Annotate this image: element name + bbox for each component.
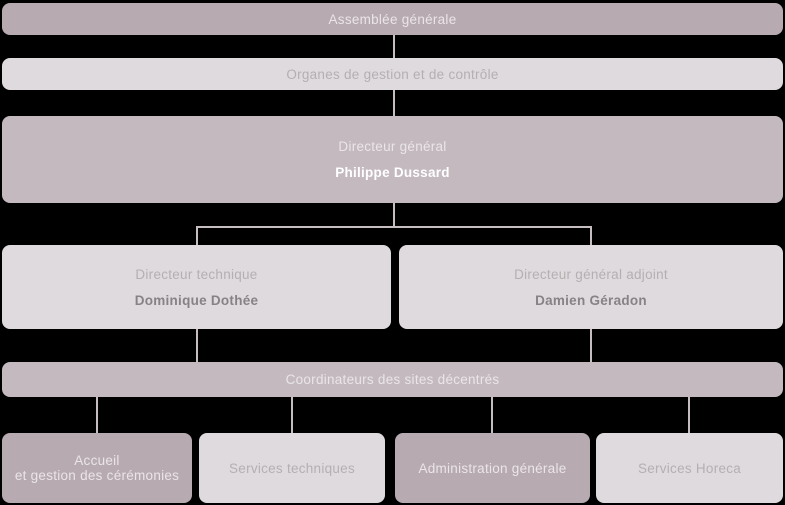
connector-adjoint-coordinateurs [590,329,592,362]
node-assemblee-generale: Assemblée générale [2,3,783,35]
node-directeur-general-adjoint: Directeur général adjoint Damien Géradon [399,245,783,329]
connector-split-horizontal [196,226,592,228]
node-role: Directeur général adjoint [514,266,668,282]
node-directeur-general: Directeur général Philippe Dussard [2,116,783,203]
node-administration-generale: Administration générale [395,433,590,503]
connector-assemblee-organes [393,35,395,58]
connector-split-adjoint [590,226,592,245]
node-label: Assemblée générale [328,11,457,27]
node-label: Services techniques [229,460,355,476]
node-directeur-technique: Directeur technique Dominique Dothée [2,245,391,329]
node-person-name: Philippe Dussard [335,165,450,180]
node-label-line1: Accueil [74,453,120,468]
node-coordinateurs-sites-decentres: Coordinateurs des sites décentrés [2,362,783,397]
node-services-horeca: Services Horeca [596,433,783,503]
node-label: Services Horeca [637,460,742,476]
node-organes-gestion-controle: Organes de gestion et de contrôle [2,58,783,90]
connector-coordinateurs-horeca [688,397,690,433]
node-label: Coordinateurs des sites décentrés [285,372,500,387]
node-services-techniques: Services techniques [199,433,385,503]
node-person-name: Damien Géradon [535,292,647,308]
node-role: Directeur général [338,139,447,154]
connector-coordinateurs-administration [491,397,493,433]
connector-directeur-split [393,203,395,228]
connector-technique-coordinateurs [196,329,198,362]
node-label-line2: et gestion des cérémonies [14,468,180,483]
node-accueil-gestion-ceremonies: Accueil et gestion des cérémonies [2,433,192,503]
node-label: Organes de gestion et de contrôle [286,66,499,82]
node-person-name: Dominique Dothée [134,292,259,308]
connector-coordinateurs-techniques [291,397,293,433]
node-label: Administration générale [418,460,567,476]
connector-split-technique [196,226,198,245]
node-role: Directeur technique [135,266,258,282]
connector-coordinateurs-accueil [96,397,98,433]
connector-organes-directeur [393,90,395,116]
